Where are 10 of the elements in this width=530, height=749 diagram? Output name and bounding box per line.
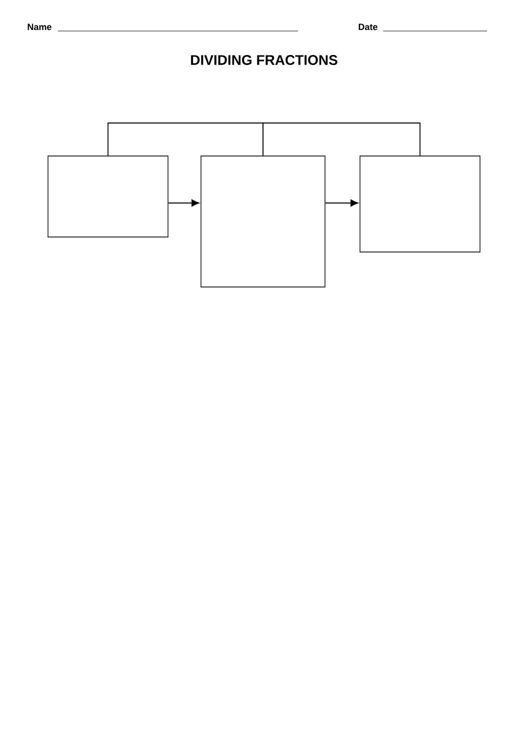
answer-box: [360, 156, 480, 252]
field-label: Date: [358, 24, 378, 30]
arrow: [325, 199, 358, 207]
title: DIVIDING FRACTIONS: [191, 55, 338, 65]
connector-line: [108, 122, 264, 156]
answer-box: [200, 156, 326, 288]
arrow: [168, 199, 200, 207]
connector-line: [262, 122, 420, 156]
field-label: Name: [28, 24, 52, 30]
answer-box: [48, 156, 168, 238]
